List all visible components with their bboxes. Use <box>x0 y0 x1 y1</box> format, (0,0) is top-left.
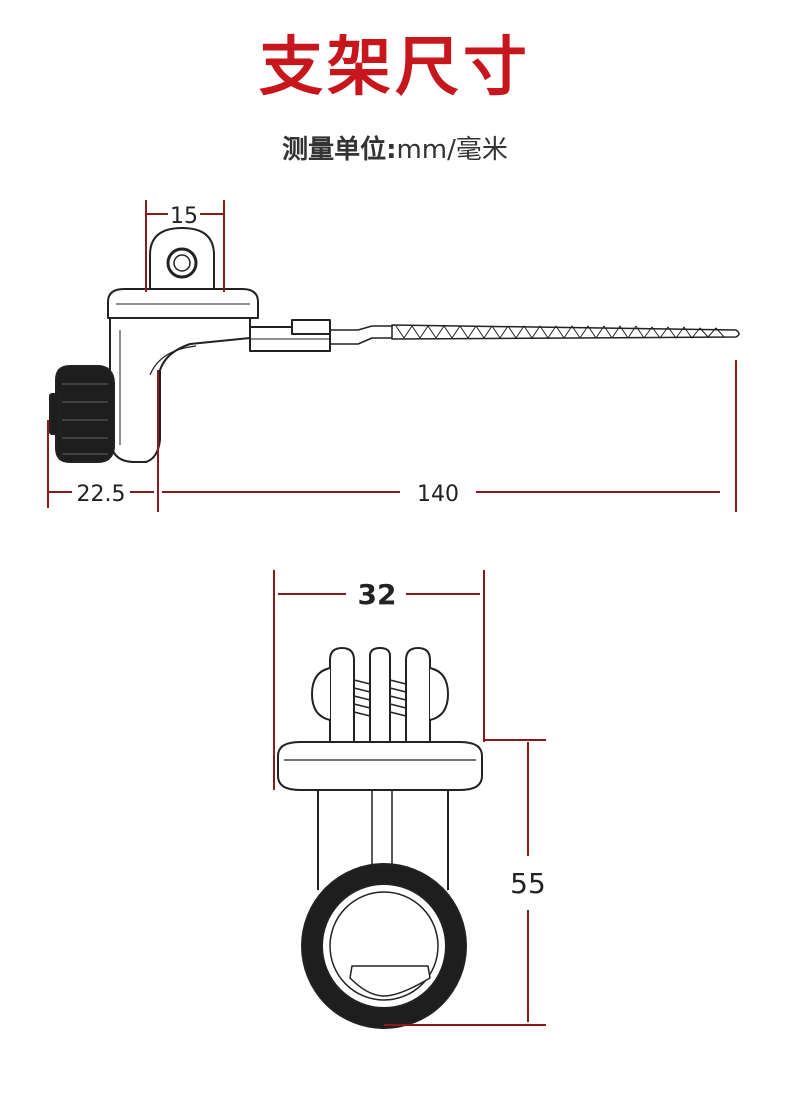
side-strap <box>391 324 740 340</box>
dimension-front-height: 55 <box>510 867 546 900</box>
unit-label: 测量单位: <box>282 135 397 165</box>
front-neck <box>317 790 449 890</box>
page-title: 支架尺寸 <box>259 31 531 105</box>
front-base-plate <box>277 741 483 791</box>
unit-value: mm/毫米 <box>396 135 508 165</box>
side-body <box>109 317 251 463</box>
side-view-dimensions <box>47 200 737 512</box>
front-right-prong <box>405 647 431 743</box>
side-view-drawing <box>49 227 740 463</box>
front-left-prong <box>329 647 355 743</box>
side-prong-hole <box>166 247 198 279</box>
front-view-dimensions <box>273 570 546 1026</box>
dimension-side-knob-width: 22.5 <box>77 482 126 507</box>
side-mount-prong <box>149 227 215 292</box>
dimension-side-top-width: 15 <box>170 204 198 229</box>
measurement-unit: 测量单位:mm/毫米 <box>0 132 790 168</box>
side-knob <box>55 365 115 463</box>
dimension-side-length: 140 <box>417 482 459 507</box>
dimension-front-width: 32 <box>358 578 397 611</box>
front-view-drawing <box>277 647 483 1029</box>
front-thread-left <box>353 679 371 717</box>
front-center-prong <box>369 647 391 743</box>
front-thread-right <box>389 679 407 717</box>
